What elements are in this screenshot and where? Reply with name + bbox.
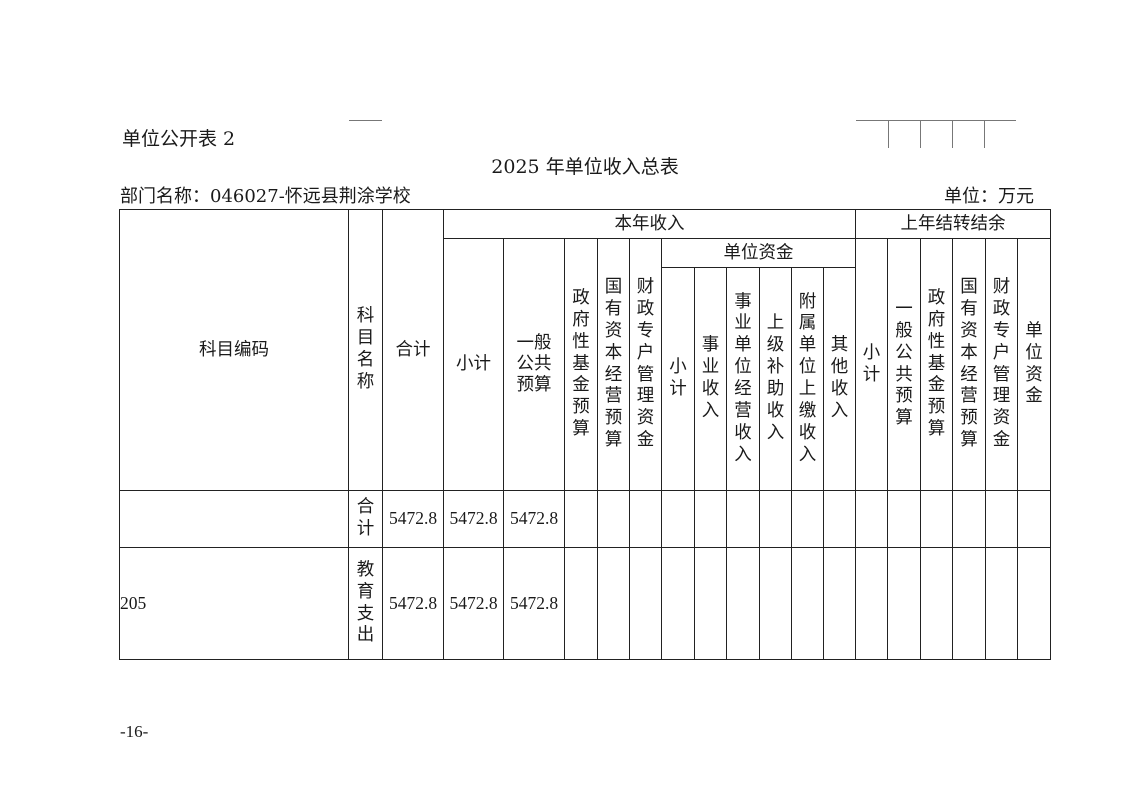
header-current-state-capital: 国有资本经营预算	[597, 238, 630, 491]
header-prior-year-carryover: 上年结转结余	[855, 209, 1051, 239]
header-prior-state-capital: 国有资本经营预算	[952, 238, 986, 491]
row-code: 205	[119, 547, 349, 660]
header-tick-1	[888, 120, 889, 148]
table-row: 合计 5472.8 5472.8 5472.8	[119, 490, 1051, 548]
header-prior-gov-fund: 政府性基金预算	[920, 238, 953, 491]
header-prior-subtotal: 小计	[855, 238, 888, 491]
header-current-subtotal: 小计	[443, 238, 504, 491]
header-unit-funds-subtotal: 小计	[661, 267, 695, 491]
department-name: 部门名称：046027-怀远县荆涂学校	[120, 186, 411, 207]
header-prior-fiscal-special: 财政专户管理资金	[985, 238, 1018, 491]
row-name: 合计	[348, 490, 383, 548]
row-general-budget: 5472.8	[503, 547, 565, 660]
row-general-budget: 5472.8	[503, 490, 565, 548]
header-subject-name: 科目名称	[348, 209, 383, 491]
income-table: 科目编码 科目名称 合计 本年收入 上年结转结余 小计 一般公共预算 政府性基金…	[119, 209, 1051, 660]
header-tick-3	[952, 120, 953, 148]
header-current-year-income: 本年收入	[443, 209, 856, 239]
row-total: 5472.8	[382, 490, 444, 548]
table-row: 205 教育支出 5472.8 5472.8 5472.8	[119, 547, 1051, 660]
row-total: 5472.8	[382, 547, 444, 660]
header-other-income: 其他收入	[823, 267, 856, 491]
header-subject-code: 科目编码	[119, 209, 349, 491]
header-rule-right	[856, 120, 1016, 121]
header-superior-subsidy: 上级补助收入	[759, 267, 792, 491]
page-title: 2025 年单位收入总表	[491, 156, 679, 178]
header-current-general-budget: 一般公共预算	[503, 238, 565, 491]
header-prior-unit-funds: 单位资金	[1017, 238, 1051, 491]
header-prior-general-budget: 一般公共预算	[887, 238, 921, 491]
header-affiliated-remittance: 附属单位上缴收入	[791, 267, 824, 491]
header-unit-funds: 单位资金	[661, 238, 856, 268]
header-operating-income: 事业单位经营收入	[726, 267, 760, 491]
header-business-income: 事业收入	[694, 267, 727, 491]
unit-label: 单位：万元	[944, 186, 1034, 207]
header-total: 合计	[382, 209, 444, 491]
header-current-gov-fund: 政府性基金预算	[564, 238, 598, 491]
page-number: -16-	[120, 722, 149, 741]
header-tick-2	[920, 120, 921, 148]
row-subtotal: 5472.8	[443, 490, 504, 548]
header-current-fiscal-special: 财政专户管理资金	[629, 238, 662, 491]
row-name: 教育支出	[348, 547, 383, 660]
form-label: 单位公开表 2	[122, 128, 236, 150]
header-rule-left	[349, 120, 382, 121]
row-subtotal: 5472.8	[443, 547, 504, 660]
row-code	[119, 490, 349, 548]
header-tick-4	[984, 120, 985, 148]
